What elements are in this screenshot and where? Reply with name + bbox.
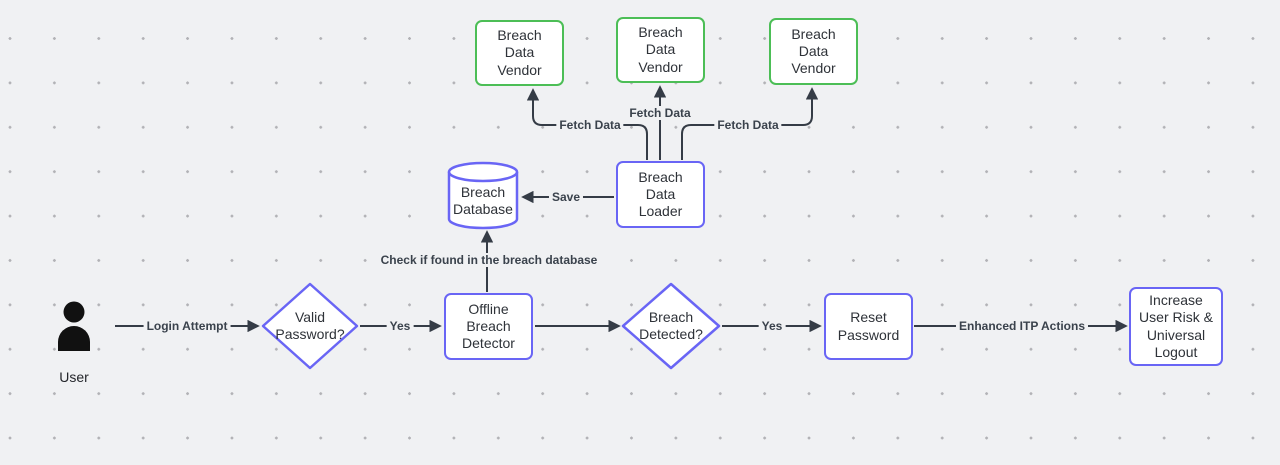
valid-password-diamond (261, 282, 359, 370)
breach-detected-label: Breach Detected? (639, 308, 703, 342)
breach-database-cylinder (447, 161, 519, 230)
edge-label-yes-2: Yes (758, 319, 786, 333)
edge-label-fetch-1: Fetch Data (556, 118, 624, 132)
edge-label-fetch-3: Fetch Data (714, 118, 782, 132)
node-label: Breach Data Vendor (791, 25, 836, 77)
node-label: Offline Breach Detector (462, 300, 515, 352)
node-breach-data-vendor-2: Breach Data Vendor (616, 17, 705, 83)
node-label: Breach Data Loader (638, 168, 683, 220)
edge-label-login-attempt: Login Attempt (143, 319, 231, 333)
node-reset-password: Reset Password (824, 293, 913, 360)
node-breach-data-loader: Breach Data Loader (616, 161, 705, 228)
node-breach-data-vendor-3: Breach Data Vendor (769, 18, 858, 85)
user-label: User (59, 369, 89, 385)
node-increase-user-risk: Increase User Risk & Universal Logout (1129, 287, 1223, 366)
node-label: Increase User Risk & Universal Logout (1139, 292, 1213, 360)
node-breach-data-vendor-1: Breach Data Vendor (475, 20, 564, 86)
valid-password-label: Valid Password? (275, 308, 345, 342)
breach-database-label: Breach Database (453, 183, 513, 217)
node-label: Breach Data Vendor (497, 27, 542, 78)
edge-label-yes-1: Yes (386, 319, 414, 333)
node-label: Breach Data Vendor (638, 24, 683, 75)
edge-label-enhanced-itp: Enhanced ITP Actions (955, 319, 1089, 333)
edge-label-fetch-2: Fetch Data (626, 106, 694, 120)
edge-label-save: Save (548, 190, 584, 204)
edge-label-check-db: Check if found in the breach database (377, 253, 601, 267)
breach-detected-diamond (621, 282, 721, 370)
node-offline-breach-detector: Offline Breach Detector (444, 293, 533, 360)
user-icon (58, 301, 90, 351)
node-label: Reset Password (837, 309, 900, 343)
